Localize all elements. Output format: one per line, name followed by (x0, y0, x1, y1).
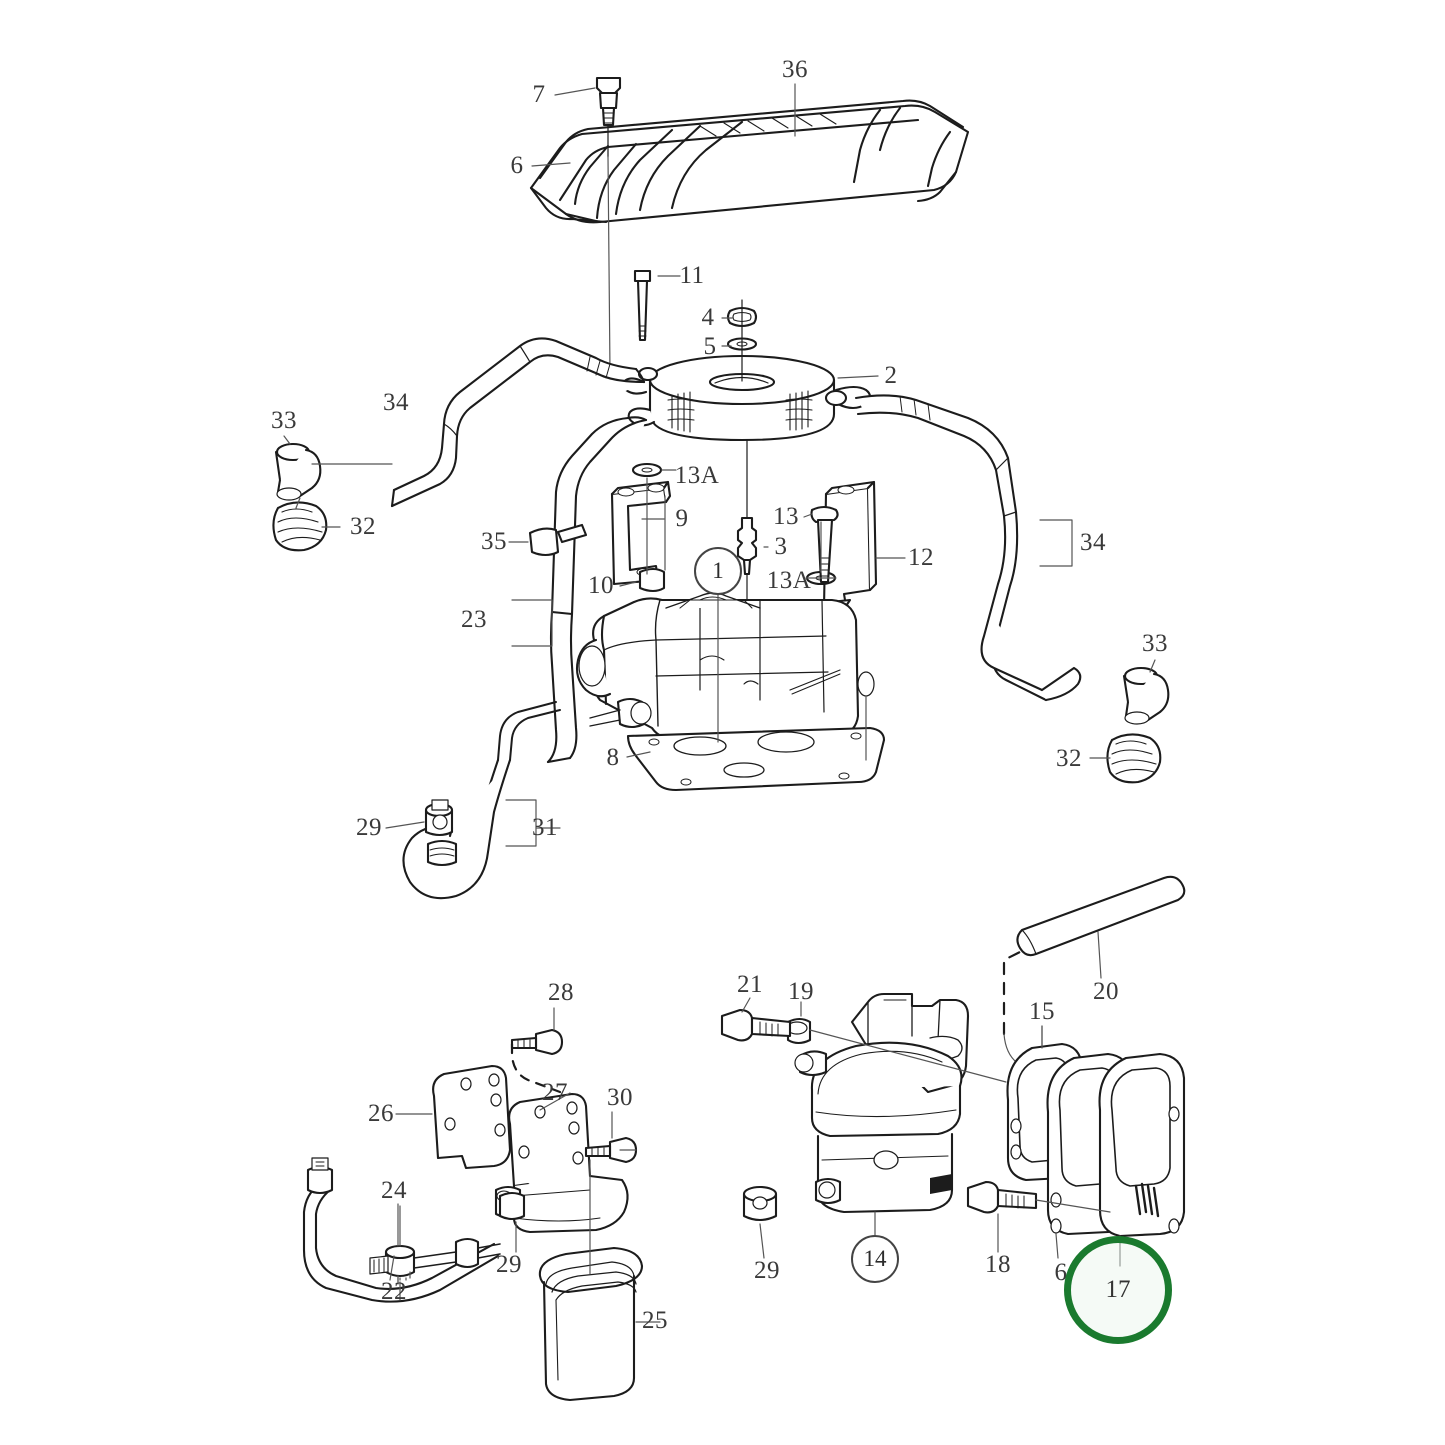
hose-left-lower (511, 416, 648, 764)
air-cleaner-body-2 (621, 354, 872, 442)
cover-bolt-7 (595, 76, 622, 127)
bracket-27 (508, 1092, 592, 1196)
nozzle-3 (736, 516, 758, 576)
bolt-18 (966, 1180, 1038, 1214)
spacer-10 (638, 567, 666, 593)
callout-33: 33 (271, 407, 297, 434)
callout-2: 2 (884, 362, 898, 389)
callout-5: 5 (703, 333, 717, 360)
hose-right (854, 394, 1082, 702)
callout-29: 29 (496, 1251, 522, 1278)
callout-30: 30 (607, 1084, 633, 1111)
callout-6: 6 (510, 152, 524, 179)
callout-7: 7 (532, 81, 546, 108)
callout-13: 13 (773, 503, 799, 530)
bolt-28 (510, 1028, 564, 1056)
air-cleaner-cover (529, 99, 970, 224)
callout-33: 33 (1142, 630, 1168, 657)
carburetor-body (575, 592, 875, 742)
callout-29: 29 (356, 814, 382, 841)
callout-12: 12 (908, 544, 934, 571)
callout-32: 32 (1056, 745, 1082, 772)
callout-25: 25 (642, 1307, 668, 1334)
cap-32-right (1106, 733, 1162, 784)
callout-34: 34 (1080, 529, 1106, 556)
callout-29: 29 (754, 1257, 780, 1284)
nut-29-pump (742, 1185, 778, 1222)
callout-19: 19 (788, 978, 814, 1005)
callout-34: 34 (383, 389, 409, 416)
callout-24: 24 (381, 1177, 407, 1204)
circled-callout-1: 1 (694, 547, 742, 595)
mount-plate-17 (1098, 1052, 1186, 1238)
callout-27: 27 (542, 1079, 568, 1106)
bracket-9 (610, 480, 672, 586)
callout-4: 4 (701, 304, 715, 331)
cap-32-left (272, 501, 328, 552)
elbow-33-right (1122, 666, 1170, 725)
callout-6: 6 (1054, 1259, 1068, 1286)
callout-32: 32 (350, 513, 376, 540)
callout-18: 18 (985, 1251, 1011, 1278)
bolt-11 (633, 269, 652, 342)
bracket-12 (822, 480, 878, 610)
callout-3: 3 (774, 533, 788, 560)
callout-36: 36 (782, 56, 808, 83)
callout-31: 31 (532, 814, 558, 841)
callout-23: 23 (461, 606, 487, 633)
fuel-line-31 (402, 701, 561, 900)
callout-8: 8 (606, 744, 620, 771)
highlight-label: 17 (1105, 1276, 1131, 1303)
circled-callout-label: 1 (712, 558, 724, 583)
circled-callout-14: 14 (851, 1235, 899, 1283)
callout-22: 22 (381, 1278, 407, 1305)
bolt-21 (720, 1008, 792, 1042)
callout-9: 9 (675, 505, 689, 532)
elbow-33-left (274, 442, 322, 501)
filter-bowl-25 (538, 1246, 644, 1402)
callout-26: 26 (368, 1100, 394, 1127)
bracket-26 (432, 1064, 512, 1170)
hose-left-upper (390, 337, 646, 508)
callout-13A: 13A (674, 462, 720, 489)
fuel-pump-14 (786, 992, 970, 1214)
callout-28: 28 (548, 979, 574, 1006)
callout-11: 11 (679, 262, 705, 289)
washer-13A-upper (631, 462, 663, 478)
callout-10: 10 (588, 572, 614, 599)
callout-13A: 13A (766, 567, 812, 594)
fuel-line-22 (302, 1157, 501, 1303)
callout-20: 20 (1093, 978, 1119, 1005)
tube-20 (1016, 875, 1186, 957)
gasket-8 (626, 726, 886, 792)
callout-35: 35 (481, 528, 507, 555)
callout-21: 21 (737, 971, 763, 998)
nut-29-filter (498, 1191, 526, 1221)
callout-15: 15 (1029, 998, 1055, 1025)
circled-callout-label: 14 (863, 1246, 887, 1271)
